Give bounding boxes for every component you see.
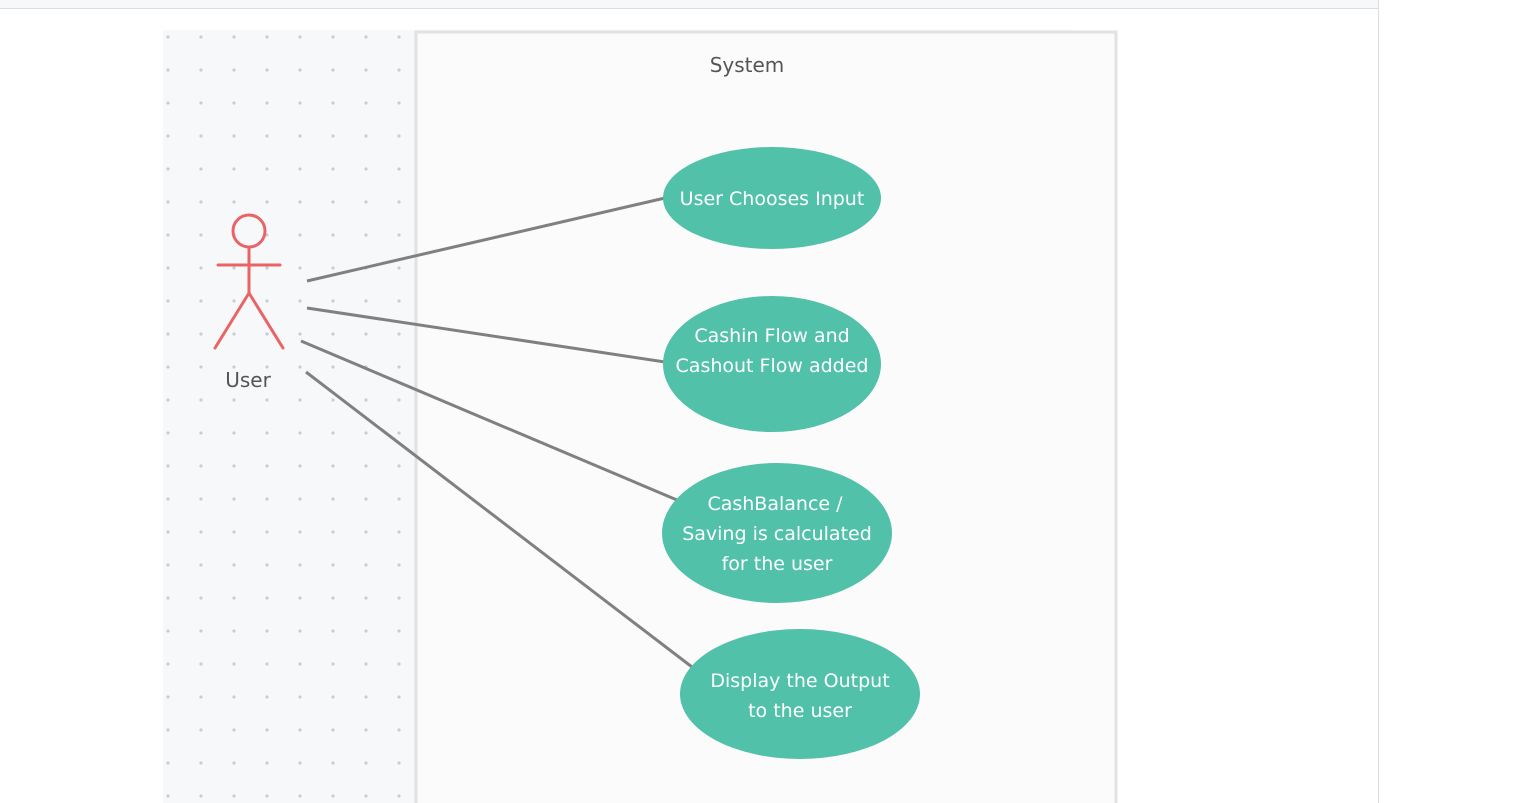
use-case[interactable]: Cashin Flow and Cashout Flow added <box>663 296 881 432</box>
actor-label: User <box>225 368 271 392</box>
use-case-label: to the user <box>748 700 852 722</box>
use-case-label: Saving is calculated <box>682 523 872 545</box>
association-line[interactable] <box>305 370 693 669</box>
use-case-label: Cashout Flow added <box>676 355 869 377</box>
associations <box>300 196 693 669</box>
use-case[interactable]: CashBalance / Saving is calculated for t… <box>662 463 892 603</box>
use-case[interactable]: Display the Output to the user <box>680 629 920 759</box>
user-actor-icon[interactable] <box>213 213 285 350</box>
use-case-label: Cashin Flow and <box>694 325 849 347</box>
use-case-label: CashBalance / <box>707 493 843 515</box>
system-label: System <box>710 53 785 77</box>
use-case-label: for the user <box>722 553 833 575</box>
association-line[interactable] <box>306 306 666 364</box>
use-case[interactable]: User Chooses Input <box>663 147 881 249</box>
use-case-label: Display the Output <box>710 670 889 692</box>
top-toolbar-strip <box>0 0 1378 9</box>
association-line[interactable] <box>306 196 666 283</box>
use-case-label: User Chooses Input <box>680 188 865 210</box>
page-right-border <box>1378 0 1379 803</box>
association-line[interactable] <box>300 339 678 502</box>
